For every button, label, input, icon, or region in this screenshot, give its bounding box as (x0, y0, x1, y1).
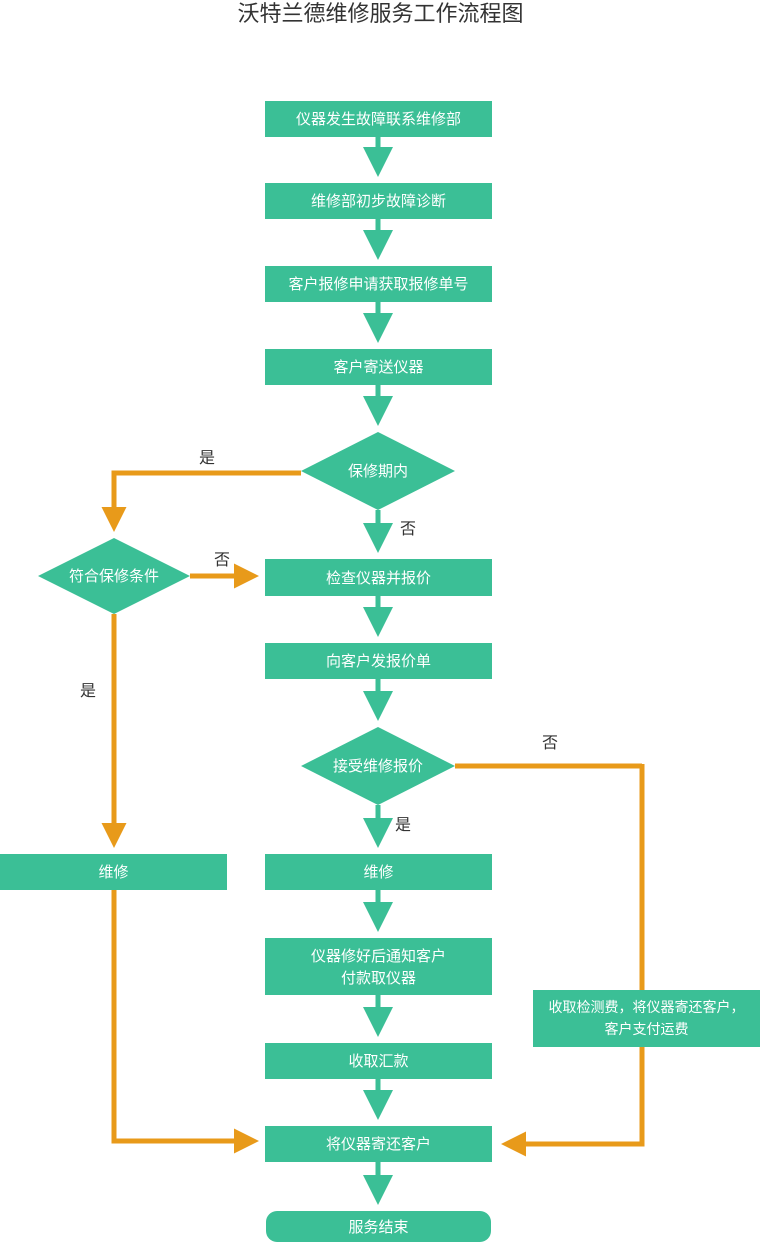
node-notify-customer-line1: 仪器修好后通知客户 (310, 946, 446, 965)
in-warranty-diamond (301, 432, 455, 510)
edge-label-in-warranty-no: 否 (400, 519, 417, 538)
accept-quote-diamond (301, 727, 455, 805)
meets-warranty-diamond (38, 538, 190, 614)
node-notify-customer-line2: 付款取仪器 (340, 968, 416, 987)
node-service-end: 服务结束 (266, 1211, 491, 1242)
arrow-fee-to-return (501, 1047, 645, 1157)
node-notify-customer: 仪器修好后通知客户 付款取仪器 (265, 938, 492, 995)
node-return-instrument: 将仪器寄还客户 (265, 1126, 492, 1162)
decision-meets-warranty-label: 符合保修条件 (68, 567, 159, 585)
node-repair-warranty-label: 维修 (98, 863, 129, 881)
node-service-end-label: 服务结束 (348, 1217, 409, 1236)
node-apply-repair-number: 客户报修申请获取报修单号 (265, 266, 492, 302)
node-ship-instrument: 客户寄送仪器 (265, 349, 492, 385)
node-repair-main: 维修 (265, 854, 492, 890)
node-inspection-fee-line2: 客户支付运费 (604, 1021, 689, 1038)
node-return-instrument-label: 将仪器寄还客户 (325, 1135, 431, 1153)
node-contact-repair-label: 仪器发生故障联系维修部 (295, 110, 461, 128)
arrow-warranty-yes (101, 470, 301, 532)
edge-label-meets-warranty-yes: 是 (80, 681, 97, 700)
node-repair-warranty: 维修 (0, 854, 227, 890)
node-send-quote-label: 向客户发报价单 (325, 652, 431, 670)
node-ship-instrument-label: 客户寄送仪器 (333, 358, 424, 376)
node-apply-repair-number-label: 客户报修申请获取报修单号 (288, 275, 469, 293)
arrow-warranty-repair-to-return (111, 890, 259, 1154)
node-inspection-fee: 收取检测费，将仪器寄还客户， 客户支付运费 (533, 990, 760, 1047)
node-check-quote-label: 检查仪器并报价 (325, 568, 431, 587)
node-contact-repair: 仪器发生故障联系维修部 (265, 101, 492, 137)
node-initial-diagnosis-label: 维修部初步故障诊断 (310, 192, 446, 210)
node-check-quote: 检查仪器并报价 (265, 559, 492, 596)
edge-label-meets-warranty-no: 否 (214, 550, 231, 569)
node-initial-diagnosis: 维修部初步故障诊断 (265, 183, 492, 219)
decision-in-warranty-label: 保修期内 (347, 462, 408, 480)
node-inspection-fee-line1: 收取检测费，将仪器寄还客户， (548, 999, 745, 1016)
page-title: 沃特兰德维修服务工作流程图 (237, 2, 524, 27)
edge-label-accept-quote-yes: 是 (395, 815, 412, 834)
node-collect-payment-label: 收取汇款 (348, 1052, 409, 1070)
node-collect-payment: 收取汇款 (265, 1043, 492, 1079)
edge-label-accept-quote-no: 否 (542, 733, 559, 752)
node-repair-main-label: 维修 (363, 863, 394, 881)
edge-label-in-warranty-yes: 是 (199, 448, 216, 467)
node-send-quote: 向客户发报价单 (265, 643, 492, 679)
decision-accept-quote-label: 接受维修报价 (332, 757, 423, 775)
